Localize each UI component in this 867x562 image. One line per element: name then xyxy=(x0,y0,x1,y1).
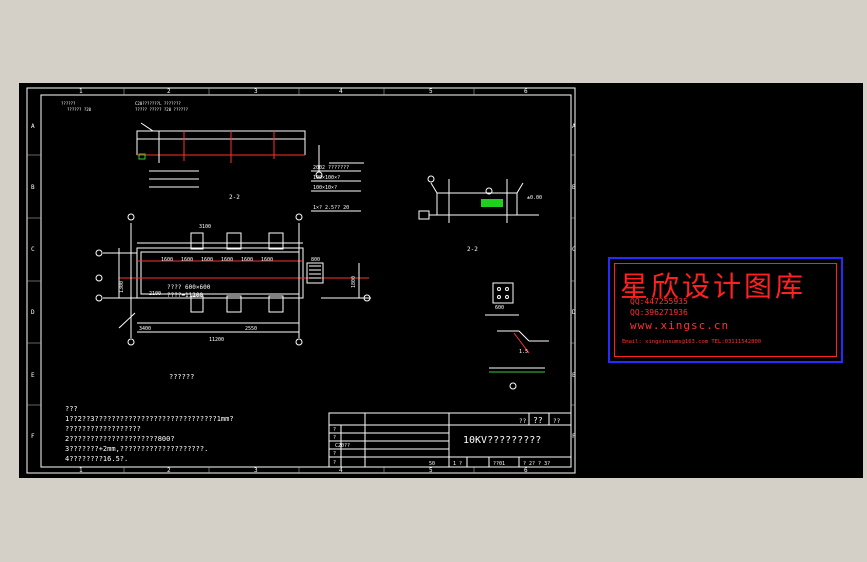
drawing-sheet: 1 2 3 4 5 6 1 2 3 4 5 6 A B C D E F A B … xyxy=(26,87,576,474)
stamp-qq1: QQ:447255935 xyxy=(630,297,688,306)
stamp-qq2: QQ:396271936 xyxy=(630,308,688,317)
stamp-title: 星欣设计图库 xyxy=(620,270,807,303)
dim-label: 1800 xyxy=(351,276,357,288)
column-label: 6 xyxy=(524,88,528,95)
title-block: ?? ?? ?? ? ? C20?? ? ? 10KV????????? 50 … xyxy=(328,412,572,468)
legend-block: 2002 ??????? 100×100×? 100×10×? 1×? 2.5?… xyxy=(311,165,361,212)
row-label: F xyxy=(31,433,35,440)
row-label: C xyxy=(31,246,35,253)
top-label: ????? ????? ?20 ?????? xyxy=(135,107,189,112)
top-label: ?????? xyxy=(61,101,76,106)
column-dividers xyxy=(123,88,475,473)
legend-line: 100×100×? xyxy=(313,175,340,181)
dim-label: 1600 xyxy=(181,257,193,263)
column-label: 4 xyxy=(339,467,343,474)
detail-views: 1.5 600 xyxy=(485,282,549,390)
dim-label: 11200 xyxy=(209,337,224,343)
plan-caption: ?????? xyxy=(169,373,194,381)
detail-label: 600 xyxy=(495,305,504,311)
title-bottom-cell: ??01 xyxy=(493,461,505,467)
section-view-right: 2-2 ±0.00 xyxy=(418,175,542,253)
elevation-label: ±0.00 xyxy=(527,195,542,201)
dim-label: 1600 xyxy=(161,257,173,263)
title-header-cell: ?? xyxy=(533,416,543,425)
dim-label: 1600 xyxy=(261,257,273,263)
column-label: 3 xyxy=(254,88,258,95)
row-label: D xyxy=(31,309,35,316)
sheet-border-outer xyxy=(26,87,576,474)
row-label: D xyxy=(572,309,576,316)
column-label: 3 xyxy=(254,467,258,474)
plan-note: ????=11200 xyxy=(167,292,204,299)
row-labels: A B C D E F A B C D E F xyxy=(31,123,576,440)
row-label: A xyxy=(572,123,576,130)
title-bottom-cell: 50 xyxy=(429,461,435,467)
title-bottom-cell: 1 ? xyxy=(453,461,462,467)
watermark-stamp: 星欣设计图库 QQ:447255935 QQ:396271936 www.xin… xyxy=(608,257,843,363)
title-header-cell: ?? xyxy=(519,418,527,425)
column-label: 1 xyxy=(79,467,83,474)
legend-line: 100×10×? xyxy=(313,185,337,191)
title-row-label: ? xyxy=(333,451,336,457)
row-dividers xyxy=(27,154,575,406)
row-label: A xyxy=(31,123,35,130)
stamp-inner-frame xyxy=(614,263,837,357)
column-label: 5 xyxy=(429,467,433,474)
drawing-title: 10KV????????? xyxy=(463,435,541,446)
title-header-cell: ?? xyxy=(553,418,561,425)
notes-title: ??? xyxy=(65,405,78,413)
row-label: E xyxy=(31,372,35,379)
section-label-right: 2-2 xyxy=(467,246,478,253)
row-label: C xyxy=(572,246,576,253)
title-row-label: ? xyxy=(333,427,336,433)
plan-view: 1600 1600 1600 1600 1600 1600 3100 2100 … xyxy=(95,213,371,381)
dim-label: 1300 xyxy=(119,281,125,293)
section-view-top: ?????? ?????? ?20 C20???????L ??????? ??… xyxy=(61,101,364,201)
title-row-label: ? xyxy=(333,460,336,466)
dim-label: 1600 xyxy=(241,257,253,263)
top-label: ?????? ?20 xyxy=(67,107,92,112)
dim-label: 1600 xyxy=(201,257,213,263)
legend-line: 2002 ??????? xyxy=(313,165,349,171)
title-row-label: ? xyxy=(333,435,336,441)
legend-line: 1×? 2.5?? 20 xyxy=(313,205,349,211)
row-label: F xyxy=(572,433,576,440)
note-line: 4????????16.5?. xyxy=(65,455,128,463)
dim-label: 1600 xyxy=(221,257,233,263)
dim-label: 2550 xyxy=(245,326,257,332)
section-label: 2-2 xyxy=(229,194,240,201)
note-line: ?????????????????? xyxy=(65,425,141,433)
column-label: 2 xyxy=(167,88,171,95)
dim-label: 3400 xyxy=(139,326,151,332)
row-label: B xyxy=(31,184,35,191)
dim-label: 3100 xyxy=(199,224,211,230)
column-label: 6 xyxy=(524,467,528,474)
dim-label: 800 xyxy=(311,257,320,263)
stamp-email: Email: xingxinsums@163.com TEL:031115428… xyxy=(622,339,762,345)
note-line: 3???????+2mm,????????????????????. xyxy=(65,445,208,453)
dim-label: 2100 xyxy=(149,291,161,297)
detail-label: 1.5 xyxy=(519,349,528,355)
column-label: 2 xyxy=(167,467,171,474)
column-label: 5 xyxy=(429,88,433,95)
plan-note: ???? 600×600 xyxy=(167,284,211,291)
row-label: E xyxy=(572,372,576,379)
title-row-label: C20?? xyxy=(335,443,350,449)
note-line: 2?????????????????????800? xyxy=(65,435,175,443)
notes-block: ??? 1??2??3?????????????????????????????… xyxy=(65,405,234,463)
row-label: B xyxy=(572,184,576,191)
column-labels: 1 2 3 4 5 6 1 2 3 4 5 6 xyxy=(79,88,528,474)
top-label: C20???????L ??????? xyxy=(135,101,181,106)
column-label: 4 xyxy=(339,88,343,95)
title-bottom-cell: ? 2? ? 3? xyxy=(523,461,550,467)
stamp-url: www.xingsc.cn xyxy=(630,319,730,332)
note-line: 1??2??3?????????????????????????????1mm? xyxy=(65,415,234,423)
column-label: 1 xyxy=(79,88,83,95)
